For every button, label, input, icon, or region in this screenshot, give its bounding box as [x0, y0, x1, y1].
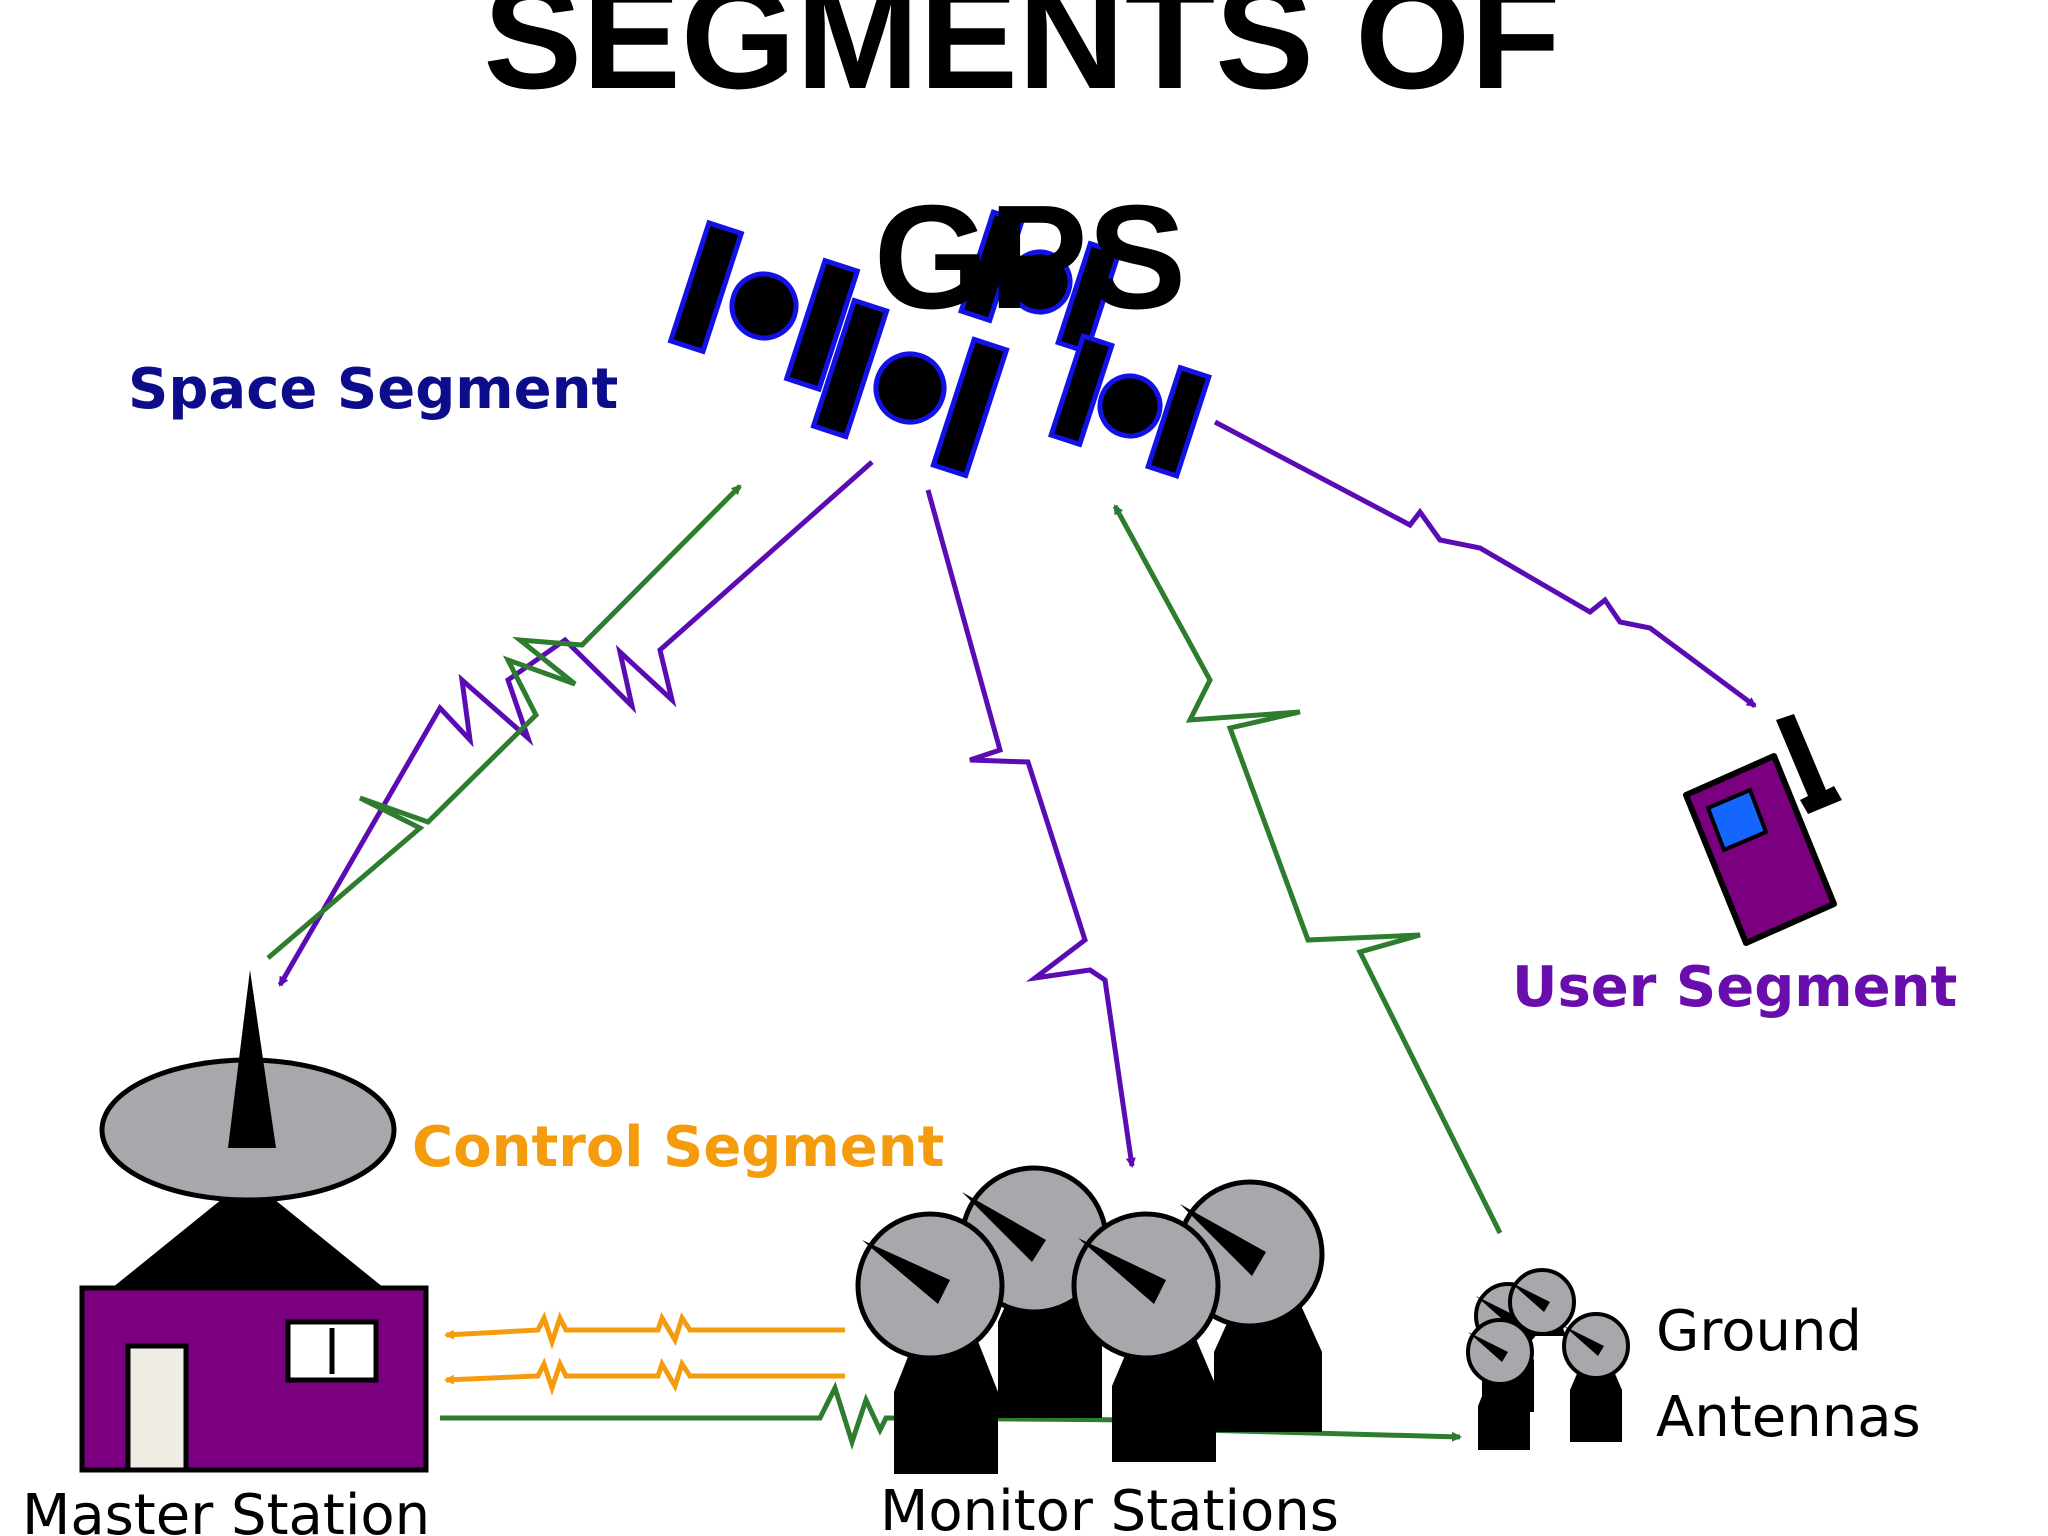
dish-antenna-icon	[855, 1211, 1005, 1474]
user-segment-label: User Segment	[1512, 955, 1957, 1020]
ground-antennas-label-line2: Antennas	[1656, 1385, 1921, 1450]
ground-antennas	[1466, 1268, 1630, 1450]
satellite-icon	[810, 297, 1010, 479]
building-door	[125, 1343, 189, 1473]
uplink-from-master-station	[266, 484, 742, 960]
downlink-to-master-station	[277, 460, 874, 987]
receiver-screen	[1705, 787, 1769, 853]
space-segment-label: Space Segment	[128, 357, 618, 422]
satellite-icon	[1048, 332, 1212, 480]
receiver-antenna	[1776, 714, 1842, 814]
signal-lines	[266, 419, 1757, 1451]
gps-receiver-icon	[1683, 714, 1842, 946]
dish-antenna-icon	[1071, 1211, 1221, 1462]
monitor-stations	[855, 1165, 1325, 1474]
satellite-constellation	[667, 208, 1212, 480]
master-station	[79, 970, 429, 1473]
antenna-mast	[228, 970, 276, 1148]
monitor-stations-label: Monitor Stations	[880, 1479, 1339, 1536]
uplink-from-ground-antennas	[1112, 504, 1503, 1235]
building-roof	[112, 1178, 384, 1288]
control-link-1	[444, 1311, 845, 1350]
dish-antenna-icon	[1562, 1312, 1630, 1442]
page-title-line1: SEGMENTS OF	[483, 0, 1560, 120]
dish-antenna-icon	[959, 1165, 1109, 1418]
dish-antenna-icon	[1508, 1268, 1576, 1336]
satellite-icon	[958, 208, 1122, 356]
control-link-2	[444, 1357, 845, 1396]
downlink-to-monitor-stations	[925, 489, 1136, 1168]
control-segment-label: Control Segment	[412, 1115, 944, 1180]
satellite-icon	[667, 219, 861, 393]
page-title-line2: GPS	[874, 175, 1187, 340]
ground-antennas-label-line1: Ground	[1656, 1299, 1862, 1364]
master-station-label: Master Station	[22, 1483, 430, 1536]
dish-antenna-icon	[1466, 1318, 1534, 1450]
downlink-to-user-receiver	[1213, 419, 1757, 709]
